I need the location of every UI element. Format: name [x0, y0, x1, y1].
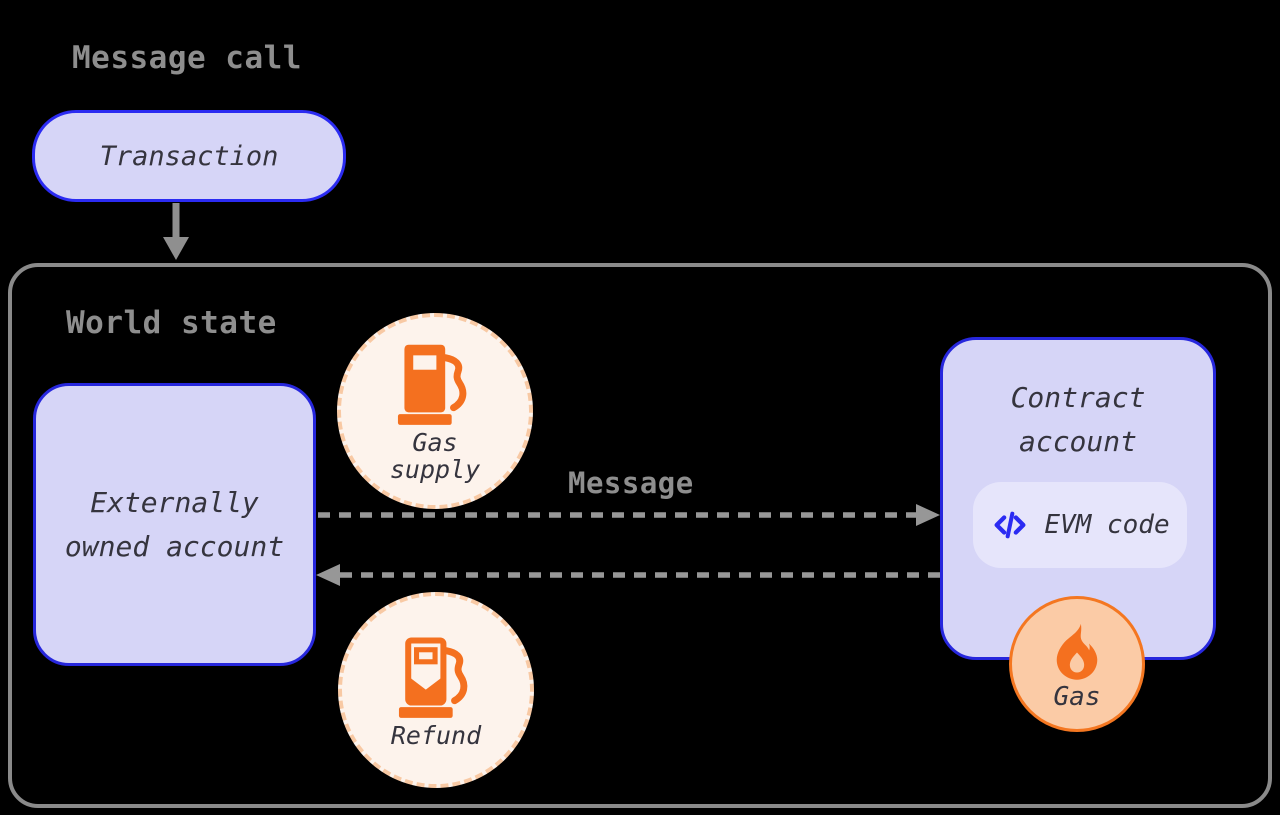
- flame-icon: [1056, 623, 1098, 680]
- refund-label: Refund: [390, 720, 482, 750]
- gas-supply-label-line1: Gas: [412, 428, 458, 457]
- contract-account-node: Contract account EVM code: [940, 337, 1216, 660]
- arrow-down-icon: [163, 203, 189, 260]
- refund-badge: Refund: [338, 592, 534, 788]
- gas-badge: Gas: [1009, 596, 1145, 732]
- eoa-label-line1: Externally: [90, 485, 259, 519]
- message-arrow-right-icon: [318, 504, 940, 526]
- message-label: Message: [568, 466, 694, 500]
- code-icon: [994, 511, 1026, 539]
- world-state-container: [8, 263, 1272, 808]
- transaction-node: Transaction: [32, 110, 346, 202]
- gas-pump-icon: [397, 344, 467, 425]
- gas-supply-label-line2: supply: [389, 455, 481, 484]
- transaction-label: Transaction: [99, 140, 279, 172]
- gas-pump-refund-icon: [398, 636, 468, 718]
- return-arrow-left-icon: [316, 564, 940, 586]
- contract-label-line1: Contract: [1010, 381, 1146, 414]
- contract-label-line2: account: [1018, 425, 1137, 458]
- diagram-title: Message call: [72, 40, 302, 76]
- eoa-label-line2: owned account: [64, 529, 285, 563]
- evm-code-label: EVM code: [1044, 510, 1170, 540]
- evm-code-chip: EVM code: [973, 482, 1187, 568]
- world-state-label: World state: [66, 305, 277, 341]
- externally-owned-account-node: Externally owned account: [33, 383, 316, 666]
- gas-label: Gas: [1053, 681, 1101, 712]
- gas-supply-badge: Gas supply: [337, 313, 533, 509]
